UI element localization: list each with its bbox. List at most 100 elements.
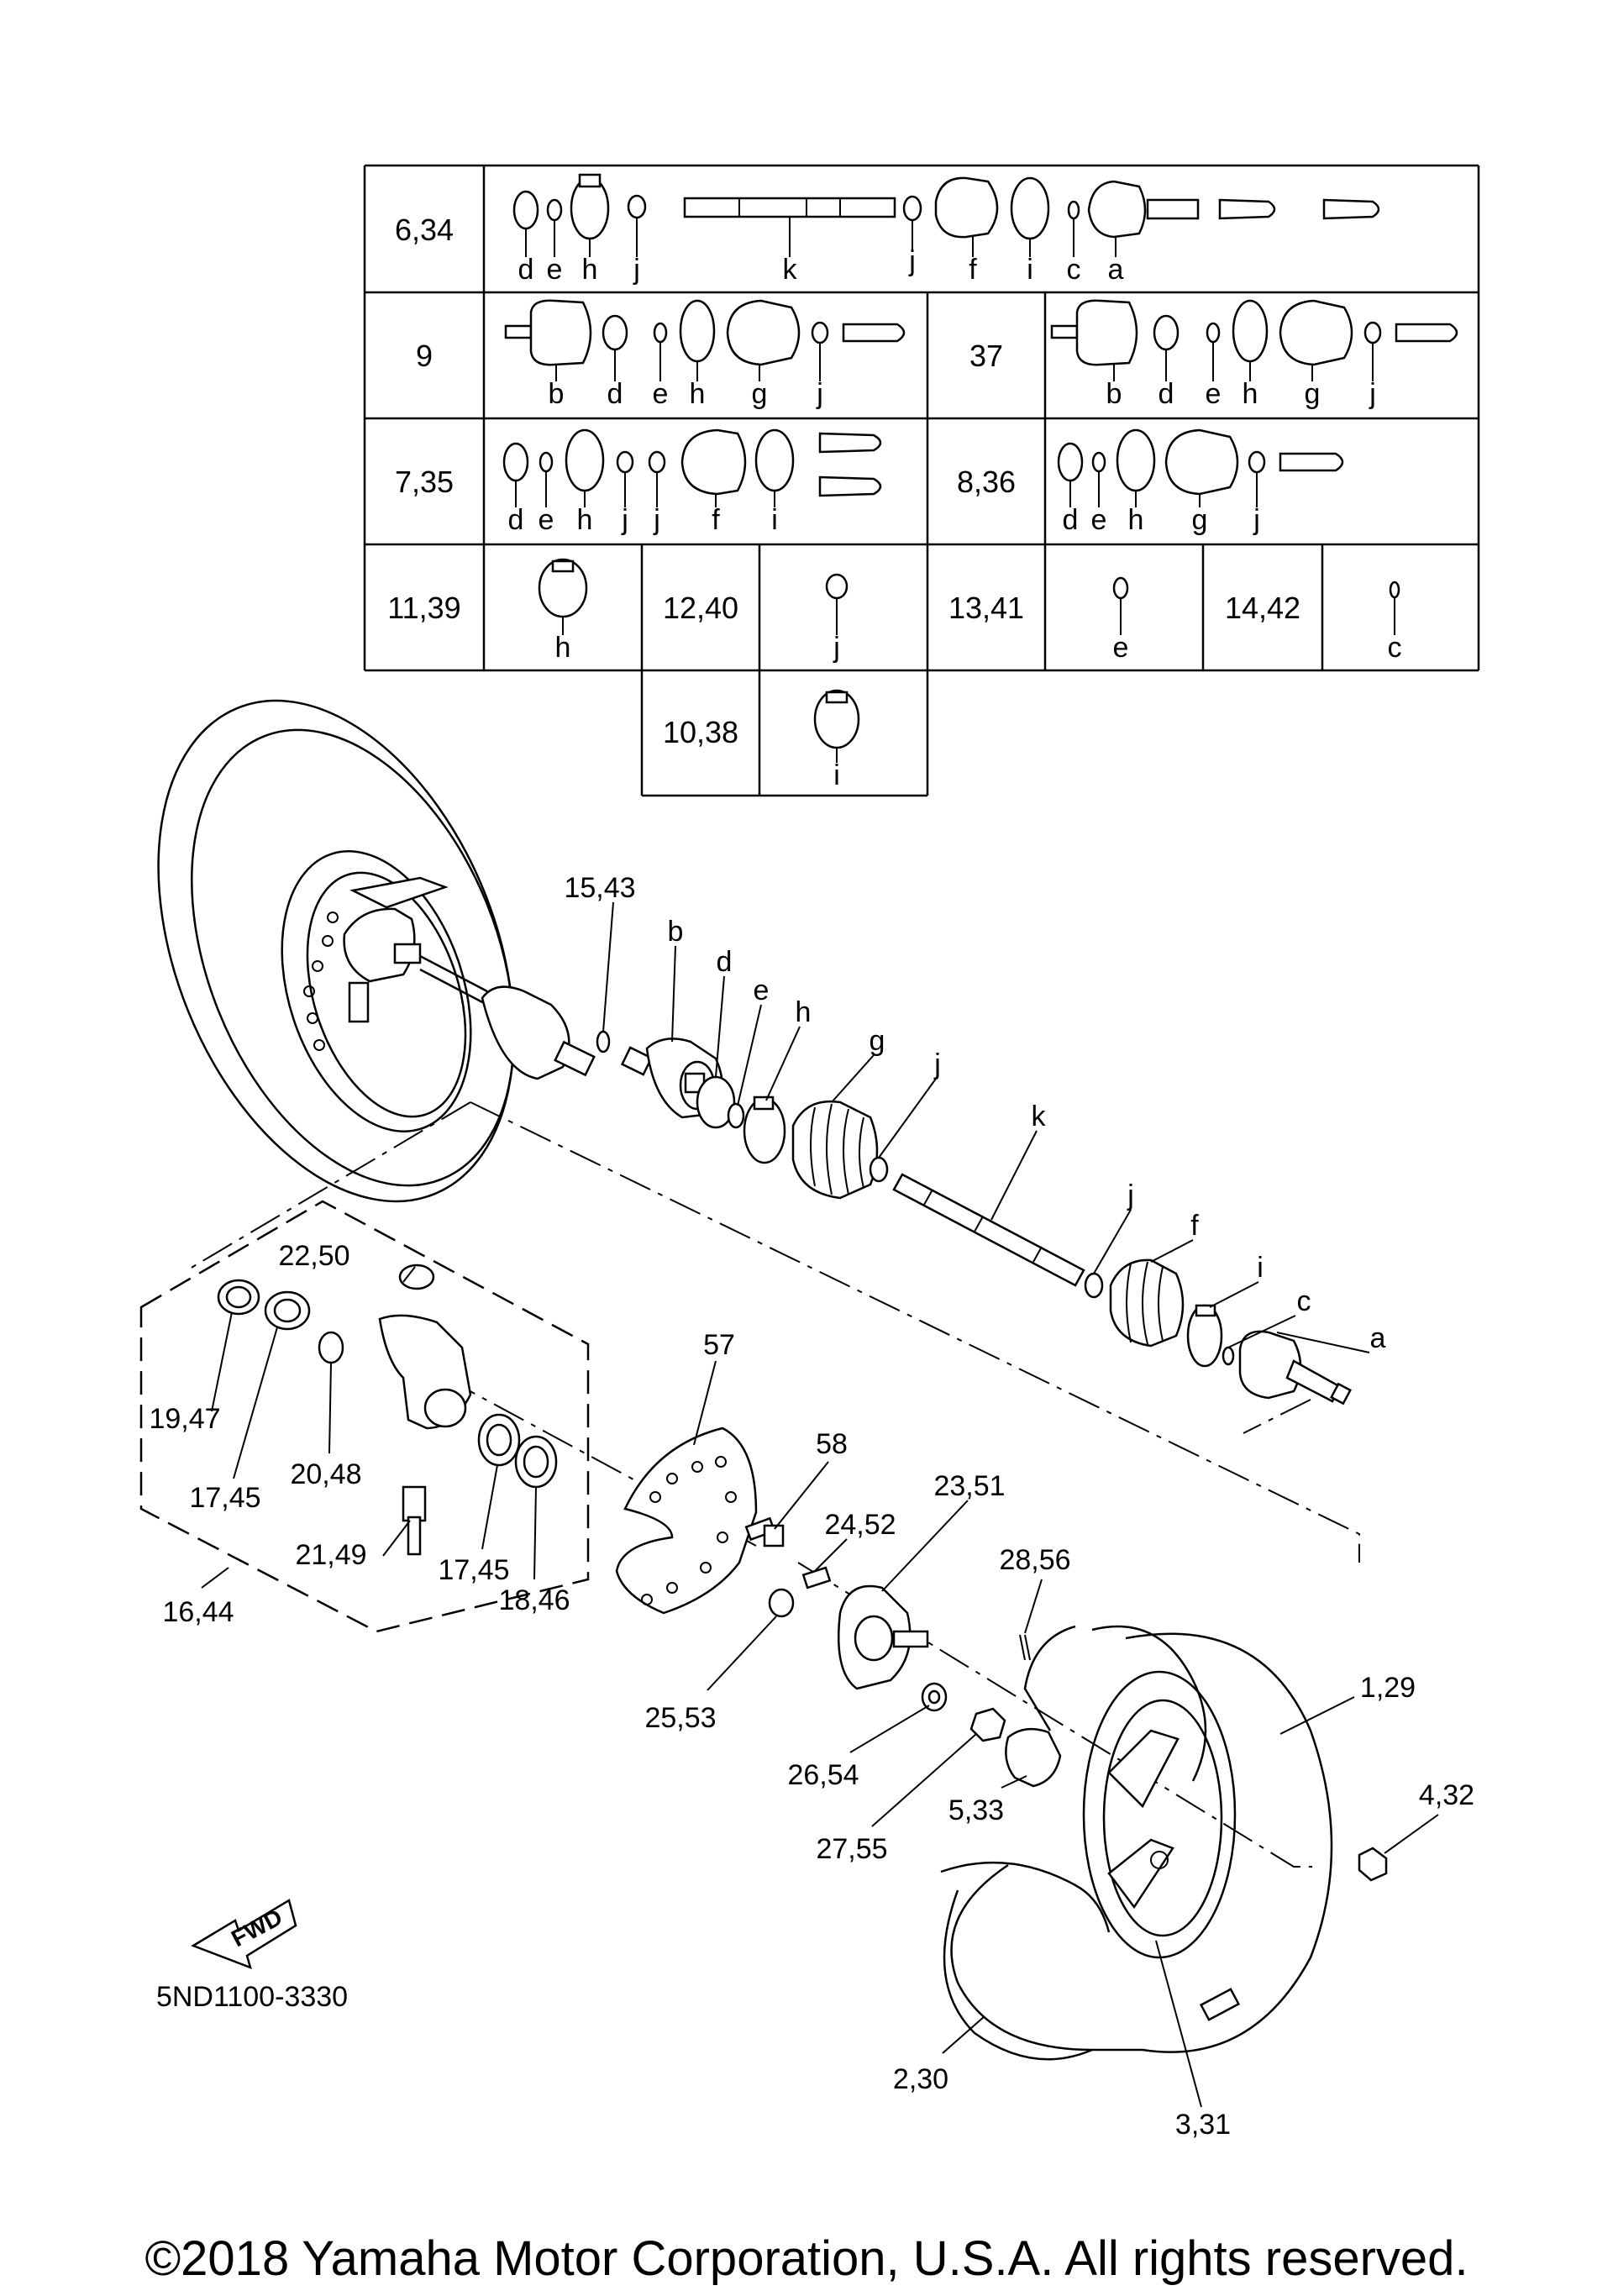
row1-part-icons bbox=[512, 173, 1380, 257]
part-e-clip bbox=[727, 1102, 745, 1129]
callout-19-47: 19,47 bbox=[149, 1403, 220, 1435]
leader-lines bbox=[201, 901, 1439, 2108]
callout-5-33: 5,33 bbox=[948, 1794, 1004, 1826]
callout-a: a bbox=[1370, 1322, 1386, 1354]
row-key-14-42: 14,42 bbox=[1225, 591, 1300, 625]
callout-17-45-a: 17,45 bbox=[189, 1482, 260, 1514]
svg-text:h: h bbox=[577, 504, 593, 536]
svg-text:d: d bbox=[1063, 504, 1079, 536]
svg-text:a: a bbox=[1108, 254, 1124, 286]
o-ring-25-53 bbox=[768, 1588, 795, 1618]
svg-text:j: j bbox=[1369, 378, 1376, 410]
row-key-7-35: 7,35 bbox=[395, 465, 454, 499]
callout-26-54: 26,54 bbox=[787, 1759, 859, 1791]
svg-text:h: h bbox=[1128, 504, 1144, 536]
svg-text:j: j bbox=[1253, 504, 1260, 536]
callout-16-44: 16,44 bbox=[162, 1596, 234, 1628]
svg-text:b: b bbox=[549, 378, 565, 410]
callout-labels: 15,43 b d e h g j k j f i c a 22,50 57 1… bbox=[149, 872, 1474, 2141]
svg-text:h: h bbox=[582, 254, 598, 286]
svg-text:k: k bbox=[783, 254, 798, 286]
callout-25-53: 25,53 bbox=[644, 1702, 716, 1734]
callout-j-2: j bbox=[1127, 1180, 1134, 1211]
row2-left-letters: b d e h g j bbox=[549, 378, 823, 410]
svg-text:e: e bbox=[547, 254, 563, 286]
callout-h: h bbox=[796, 996, 812, 1028]
svg-text:d: d bbox=[518, 254, 534, 286]
svg-text:g: g bbox=[752, 378, 768, 410]
callout-21-49: 21,49 bbox=[295, 1539, 366, 1571]
svg-text:f: f bbox=[712, 504, 720, 536]
callout-i: i bbox=[1257, 1252, 1264, 1284]
callout-e: e bbox=[754, 975, 770, 1006]
svg-text:h: h bbox=[555, 632, 571, 664]
svg-text:e: e bbox=[653, 378, 669, 410]
row3-left-letters: d e h j j f i bbox=[508, 504, 778, 536]
callout-g: g bbox=[870, 1025, 885, 1057]
bolt-24-52 bbox=[801, 1566, 832, 1589]
row-key-6-34: 6,34 bbox=[395, 213, 454, 247]
svg-text:h: h bbox=[1243, 378, 1258, 410]
svg-text:e: e bbox=[1113, 632, 1129, 664]
row-key-8-36: 8,36 bbox=[957, 465, 1016, 499]
row-key-9: 9 bbox=[416, 339, 433, 373]
callout-1-29: 1,29 bbox=[1360, 1672, 1416, 1704]
row1-letters: d e h j k j f i c a bbox=[518, 245, 1124, 286]
svg-text:e: e bbox=[1206, 378, 1222, 410]
callout-27-55: 27,55 bbox=[816, 1833, 887, 1865]
callout-58: 58 bbox=[816, 1428, 848, 1460]
svg-text:c: c bbox=[1388, 632, 1402, 664]
row3-left-part-icons bbox=[502, 428, 882, 507]
part-c-clip bbox=[1222, 1346, 1235, 1366]
callout-57: 57 bbox=[703, 1329, 735, 1361]
svg-text:j: j bbox=[633, 254, 640, 286]
part-a-inner-joint bbox=[1238, 1330, 1352, 1405]
row-key-12-40: 12,40 bbox=[663, 591, 738, 625]
callout-3-31: 3,31 bbox=[1175, 2109, 1231, 2141]
svg-text:j: j bbox=[621, 504, 628, 536]
callout-15-43: 15,43 bbox=[564, 872, 635, 904]
svg-text:b: b bbox=[1106, 378, 1122, 410]
fwd-arrow-icon: FWD bbox=[191, 1899, 297, 1970]
callout-j-1: j bbox=[933, 1048, 941, 1080]
right-tire-assembly bbox=[940, 1625, 1333, 2061]
knuckle-group-box bbox=[139, 1200, 590, 1633]
svg-text:e: e bbox=[1091, 504, 1107, 536]
bolt-58 bbox=[744, 1516, 785, 1547]
callout-28-56: 28,56 bbox=[999, 1544, 1070, 1576]
svg-text:i: i bbox=[771, 504, 778, 536]
row2-right-letters: b d e h g j bbox=[1106, 378, 1376, 410]
callout-k: k bbox=[1032, 1101, 1047, 1132]
row-key-37: 37 bbox=[969, 339, 1003, 373]
callout-18-46: 18,46 bbox=[498, 1584, 570, 1616]
row-key-11-39: 11,39 bbox=[387, 591, 460, 625]
svg-text:g: g bbox=[1192, 504, 1208, 536]
row2-left-part-icons bbox=[504, 299, 906, 381]
callout-f: f bbox=[1190, 1210, 1199, 1242]
svg-text:c: c bbox=[1067, 254, 1081, 286]
row-key-13-41: 13,41 bbox=[948, 591, 1024, 625]
callout-17-45-b: 17,45 bbox=[438, 1554, 509, 1586]
axle-explosion bbox=[596, 1030, 1352, 1405]
callout-22-50: 22,50 bbox=[278, 1240, 349, 1272]
hub-parts bbox=[768, 1566, 1388, 2021]
svg-text:f: f bbox=[969, 254, 977, 286]
snap-ring-15-43 bbox=[596, 1030, 611, 1053]
copyright-notice: ©2018 Yamaha Motor Corporation, U.S.A. A… bbox=[144, 2231, 1469, 2286]
callout-2-30: 2,30 bbox=[893, 2063, 948, 2095]
callout-24-52: 24,52 bbox=[824, 1509, 896, 1541]
callout-23-51: 23,51 bbox=[933, 1470, 1005, 1502]
svg-text:g: g bbox=[1305, 378, 1321, 410]
brake-disc-57 bbox=[615, 1426, 758, 1615]
part-g-boot bbox=[791, 1100, 879, 1200]
svg-text:h: h bbox=[690, 378, 706, 410]
part-i-band bbox=[1186, 1304, 1223, 1368]
valve-3-31 bbox=[1199, 1988, 1241, 2021]
parts-table: 6,34 9 37 7,35 8,36 11,39 12,40 13,41 14… bbox=[363, 164, 1480, 797]
callout-b: b bbox=[668, 916, 684, 948]
callout-20-48: 20,48 bbox=[290, 1458, 361, 1490]
cap-5-33 bbox=[1005, 1727, 1062, 1788]
callout-c: c bbox=[1297, 1285, 1311, 1317]
svg-text:j: j bbox=[908, 245, 916, 277]
